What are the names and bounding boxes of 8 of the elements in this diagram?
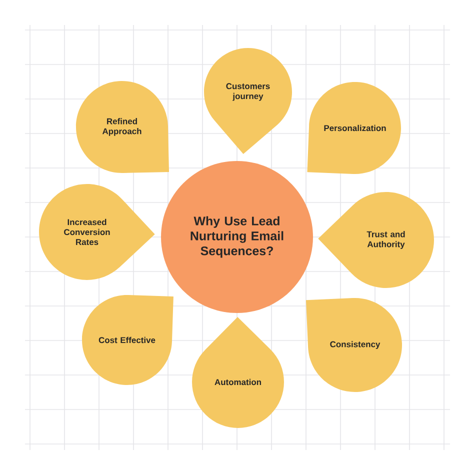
- teardrop-petal: Cost Effective: [82, 295, 174, 385]
- teardrop-petal: Automation: [192, 316, 284, 428]
- teardrop-petal: Personalization: [307, 82, 401, 174]
- teardrop-petal: Consistency: [306, 298, 402, 392]
- teardrop-petal: Customers journey: [204, 48, 292, 154]
- teardrop-petal: Refined Approach: [76, 81, 170, 173]
- teardrop-petal: Increased Conversion Rates: [39, 184, 155, 280]
- teardrop-petal: Trust and Authority: [318, 192, 434, 288]
